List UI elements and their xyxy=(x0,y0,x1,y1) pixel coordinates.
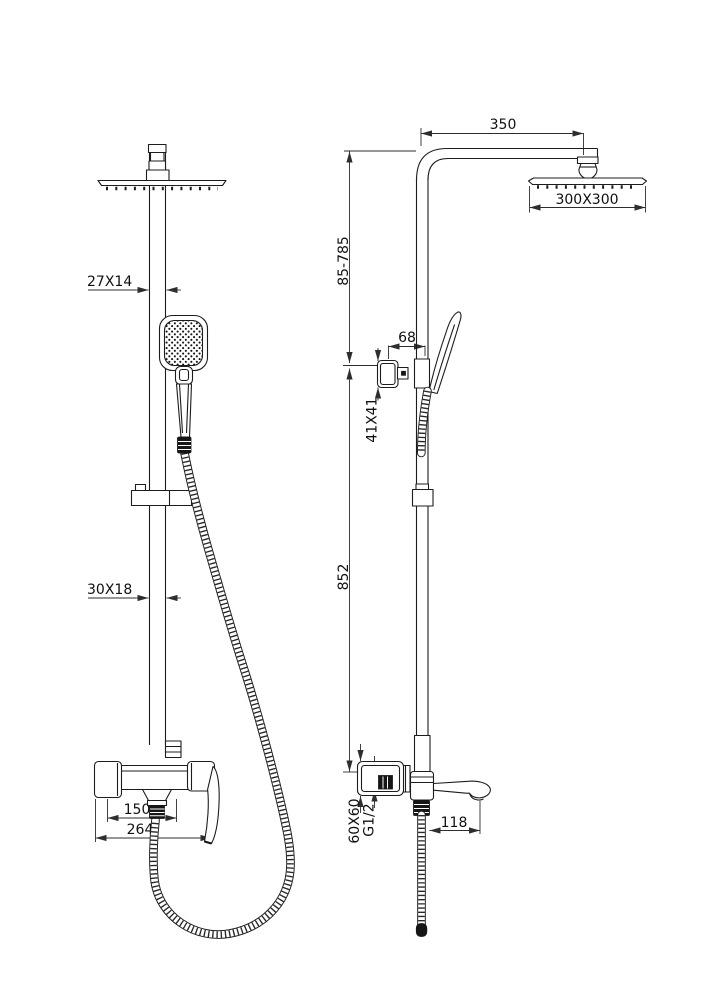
dim-lower-pipe: 30X18 xyxy=(87,582,181,602)
hole-spacing-label: 150 xyxy=(124,802,151,818)
spray-face xyxy=(163,319,204,367)
dim-arm-reach: 350 xyxy=(420,117,584,155)
rain-shower-head-front xyxy=(97,179,227,191)
diverter-knob-front xyxy=(164,740,182,759)
tub-spout-side xyxy=(432,780,491,799)
dim-head-size: 300X300 xyxy=(529,186,646,213)
hand-shower-holder-side xyxy=(376,358,431,389)
holder-size-label: 41X41 xyxy=(365,397,381,442)
front-view: 27X14 30X18 150 264 xyxy=(87,143,291,935)
thread-label: G1/2 xyxy=(362,803,378,836)
mixer-handle-front xyxy=(203,765,220,845)
riser-pipe-side xyxy=(415,147,599,736)
dim-holder-size: 41X41 xyxy=(365,348,382,443)
slider-bracket-front xyxy=(130,483,193,507)
holder-offset-label: 68 xyxy=(398,330,416,346)
lower-pipe-label: 30X18 xyxy=(87,582,132,598)
head-connector-front xyxy=(145,143,170,182)
shower-column-front xyxy=(148,144,167,745)
dim-spout-reach: 118 xyxy=(429,801,481,834)
height-range-label: 85-785 xyxy=(336,236,352,286)
head-size-label: 300X300 xyxy=(555,192,618,208)
spout-reach-label: 118 xyxy=(441,815,468,831)
hose-end-tip xyxy=(415,923,428,937)
body-width-label: 264 xyxy=(127,822,154,838)
rain-shower-head-side xyxy=(527,156,648,189)
valve-plate-label: 60X60 xyxy=(347,798,363,843)
hose-nut-hand-shower xyxy=(177,436,192,454)
dim-hole-spacing: 150 xyxy=(107,799,177,822)
arm-reach-label: 350 xyxy=(490,117,517,133)
dim-upper-pipe: 27X14 xyxy=(87,274,181,294)
upper-pipe-label: 27X14 xyxy=(87,274,132,290)
mixer-valve-front xyxy=(93,740,220,845)
dim-valve-plate: 60X60 xyxy=(347,744,364,844)
dim-height-range: 85-785 xyxy=(336,150,416,366)
dim-column-length: 852 xyxy=(336,368,358,773)
side-view: 350 300X300 85-785 68 41X41 xyxy=(336,117,648,937)
slider-bracket-side xyxy=(411,483,434,507)
mixer-valve-side xyxy=(356,734,491,816)
column-length-label: 852 xyxy=(336,564,352,591)
hand-shower-front xyxy=(158,314,209,438)
shower-hose-side xyxy=(415,815,428,937)
hand-shower-side xyxy=(428,311,462,395)
dim-holder-offset: 68 xyxy=(388,330,426,359)
